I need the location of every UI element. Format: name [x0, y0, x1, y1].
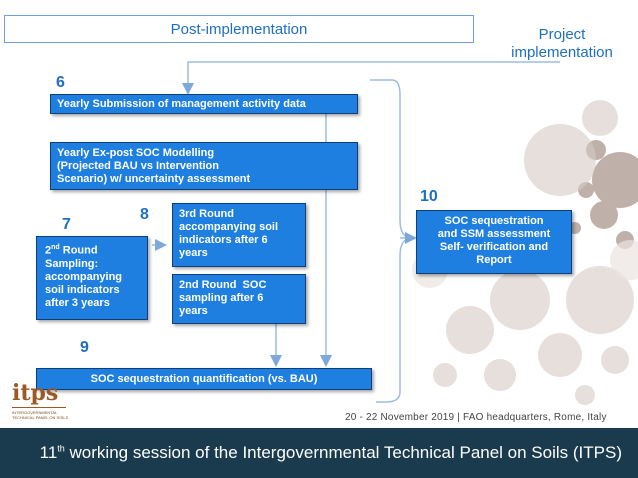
third-round-line2: accompanying soil: [179, 221, 279, 233]
itps-logo: itps INTERGOVERNMENTAL TECHNICAL PANEL O…: [12, 381, 72, 420]
bracket-to-assessment: [370, 79, 413, 403]
second-round-sampling-line3: accompanying: [45, 270, 123, 283]
soc-ssm-assessment-text: SOC sequestration and SSM assessment Sel…: [417, 211, 571, 271]
second-round-sampling-line2: Sampling:: [45, 257, 99, 270]
second-round-sampling-line5: after 3 years: [45, 296, 110, 309]
second-round-soc-text: 2nd Round SOC sampling after 6 years: [173, 275, 305, 322]
project-implementation-label: Project implementation: [492, 26, 632, 62]
third-round-text: 3rd Round accompanying soil indicators a…: [173, 204, 305, 264]
post-implementation-header: Post-implementation: [4, 15, 474, 43]
quantification-text: SOC sequestration quantification (vs. BA…: [90, 373, 318, 385]
project-implementation-line1: Project: [538, 26, 586, 43]
soc-ssm-line4: Report: [476, 254, 512, 266]
second-round-soc-line2: sampling after 6: [179, 292, 264, 304]
event-date-location: 20 - 22 November 2019 | FAO headquarters…: [345, 412, 607, 423]
step-number-9: 9: [80, 339, 89, 356]
logo-divider: [12, 407, 66, 408]
soc-modelling-box: Yearly Ex-post SOC Modelling (Projected …: [50, 142, 358, 190]
yearly-submission-box: Yearly Submission of management activity…: [50, 94, 358, 114]
second-round-sampling-line4: soil indicators: [45, 283, 120, 296]
session-title: 11th working session of the Intergovernm…: [40, 443, 622, 463]
third-round-line1: 3rd Round: [179, 208, 234, 220]
soc-modelling-text: Yearly Ex-post SOC Modelling (Projected …: [51, 143, 357, 190]
project-implementation-line2: implementation: [511, 44, 613, 61]
post-implementation-label: Post-implementation: [170, 20, 308, 38]
second-round-soc-line1: 2nd Round SOC: [179, 279, 267, 291]
second-round-sampling-box: 2nd Round Sampling: accompanying soil in…: [36, 236, 148, 320]
soc-ssm-line2: and SSM assessment: [437, 228, 551, 240]
soc-ssm-line1: SOC sequestration: [444, 215, 544, 227]
session-suffix: th: [57, 443, 65, 454]
second-round-sampling-text: 2nd Round Sampling: accompanying soil in…: [37, 237, 147, 314]
step-number-8: 8: [140, 206, 149, 223]
second-round-soc-line3: years: [179, 305, 208, 317]
soc-ssm-assessment-box: SOC sequestration and SSM assessment Sel…: [416, 210, 572, 274]
footer-bar: 11th working session of the Intergovernm…: [0, 428, 638, 478]
third-round-box: 3rd Round accompanying soil indicators a…: [172, 203, 306, 267]
session-rest: working session of the Intergovernmental…: [64, 443, 622, 462]
second-round-soc-box: 2nd Round SOC sampling after 6 years: [172, 274, 306, 324]
second-round-rest: Round: [59, 244, 98, 257]
itps-logo-text: itps: [12, 380, 59, 406]
soc-modelling-line1: Yearly Ex-post SOC Modelling: [57, 147, 215, 159]
step-number-10: 10: [420, 188, 438, 205]
second-round-sup: nd: [51, 244, 60, 251]
third-round-line4: years: [179, 247, 208, 259]
third-round-line3: indicators after 6: [179, 234, 268, 246]
step-number-7: 7: [62, 216, 71, 233]
soc-modelling-line2: (Projected BAU vs Intervention: [57, 160, 219, 172]
quantification-box: SOC sequestration quantification (vs. BA…: [36, 368, 372, 390]
second-round-sampling-line1: 2nd Round: [45, 241, 141, 258]
session-number: 11: [39, 443, 58, 462]
yearly-submission-text: Yearly Submission of management activity…: [57, 98, 306, 110]
arrow-to-submission: [182, 61, 560, 95]
step-number-6: 6: [56, 74, 65, 91]
itps-logo-subtitle: INTERGOVERNMENTAL TECHNICAL PANEL ON SOI…: [12, 410, 69, 420]
soc-modelling-line3: Scenario) w/ uncertainty assessment: [57, 173, 251, 185]
second-round-prefix: 2: [45, 244, 52, 257]
soc-ssm-line3: Self- verification and: [439, 241, 549, 253]
